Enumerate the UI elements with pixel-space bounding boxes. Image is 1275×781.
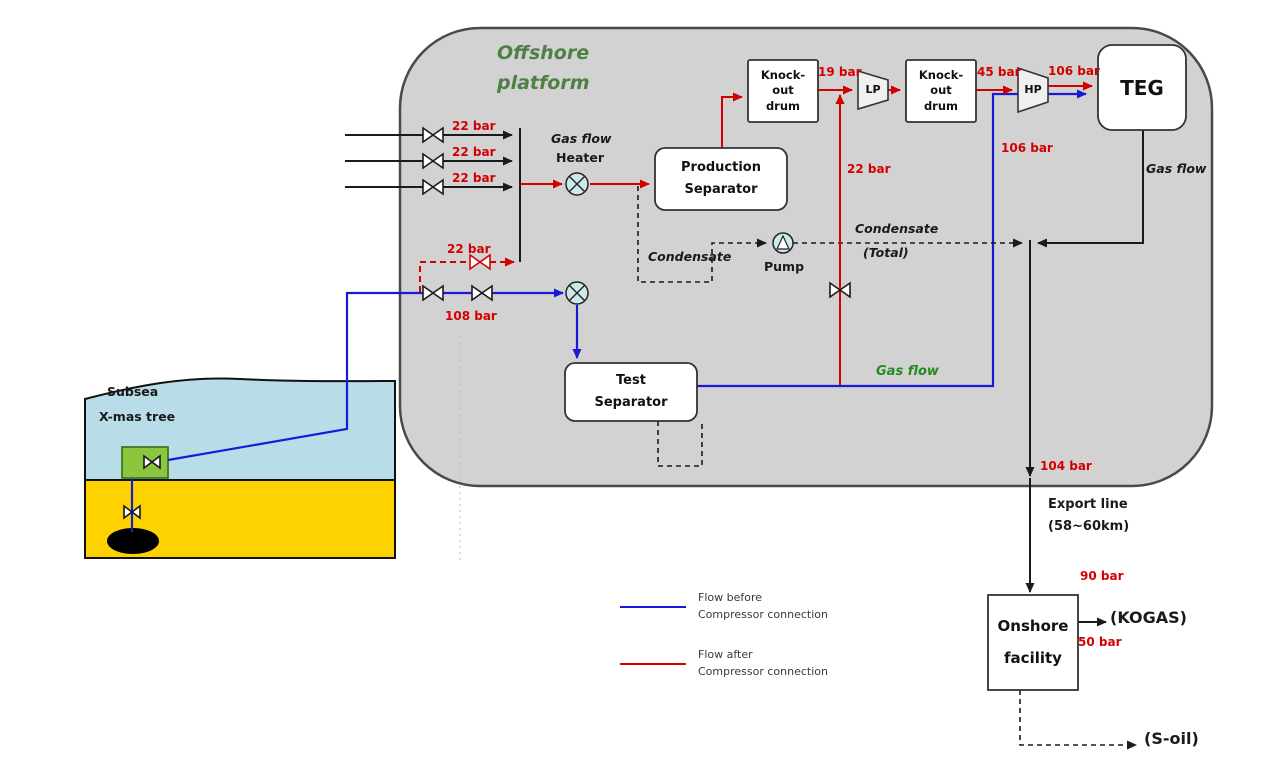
subsea-scene [84, 377, 396, 559]
gas-flow-test-label: Gas flow [876, 364, 939, 379]
heater-cross-icon [568, 284, 586, 302]
production-separator-label: Production Separator [655, 148, 787, 210]
subsea-label-line2: X-mas tree [99, 409, 176, 424]
legend-after-text: Flow after Compressor connection [698, 647, 828, 680]
inlet-valve-2 [422, 152, 444, 170]
platform-title-line1: Offshore [497, 42, 590, 64]
legend-before-text: Flow before Compressor connection [698, 590, 828, 623]
gas-heater [565, 172, 589, 196]
pressure-hp-suction: 45 bar [977, 65, 1021, 79]
pressure-hp-discharge: 106 bar [1048, 64, 1100, 78]
pressure-gas-to-teg: 106 bar [1001, 141, 1053, 155]
knockout-drum-2-label: Knock-out drum [918, 67, 964, 113]
knockout-drum-2-box [905, 59, 977, 123]
label-line: Separator [684, 182, 758, 197]
legend-red-line [620, 662, 686, 665]
legend: Flow before Compressor connection Flow a… [620, 590, 828, 704]
xmas-tree-valve [143, 454, 161, 470]
export-line-label-line2: (58~60km) [1048, 519, 1130, 534]
inlet-valve-1 [422, 126, 444, 144]
hp-compressor-symbol [1017, 66, 1049, 114]
pressure-inlet-1: 22 bar [452, 119, 496, 133]
test-separator-condensate-loop [657, 421, 703, 467]
onshore-facility-box [987, 594, 1079, 691]
knockout-drum-1-box [747, 59, 819, 123]
separator-condensate-line [637, 186, 767, 283]
label-line: Production [681, 159, 761, 175]
label-line: Separator [594, 395, 668, 410]
pressure-choke-line: 22 bar [447, 242, 491, 256]
legend-before-line1: Flow before [698, 591, 763, 604]
heater-cross-icon [568, 175, 586, 193]
pressure-onshore-arrival: 90 bar [1080, 569, 1124, 583]
teg-label: TEG [1120, 75, 1164, 100]
legend-after-row: Flow after Compressor connection [620, 647, 828, 680]
soil-delivery-line [1019, 690, 1137, 750]
platform-title-line2: platform [497, 72, 590, 94]
separator-to-knockout-line [721, 92, 743, 148]
well-valve [123, 504, 141, 520]
condensate-total-label-line2: (Total) [863, 245, 909, 260]
wellhead-blob [107, 528, 159, 554]
heater-label: Heater [556, 150, 604, 165]
pressure-test-riser: 22 bar [847, 162, 891, 176]
pressure-kogas: 50 bar [1078, 635, 1122, 649]
onshore-facility-label: Onshore facility [988, 595, 1078, 690]
condensate-total-label-line1: Condensate [855, 221, 939, 236]
legend-before-line2: Compressor connection [698, 607, 828, 621]
pressure-inlet-2: 22 bar [452, 145, 496, 159]
lp-compressor-symbol [857, 69, 889, 111]
legend-after-line1: Flow after [698, 648, 753, 661]
wellstream-line [167, 288, 564, 462]
pump-label: Pump [764, 259, 805, 274]
wellstream-valve-1 [422, 284, 444, 302]
legend-after-line2: Compressor connection [698, 664, 828, 678]
teg-gas-outlet-line [1037, 130, 1144, 248]
export-line-label-line1: Export line [1048, 497, 1128, 512]
lp-compressor-label: LP [865, 82, 881, 96]
knockout-drum-1-label: Knock-out drum [760, 67, 806, 113]
hp-compressor-label: HP [1024, 82, 1042, 96]
wellstream-valve-2 [471, 284, 493, 302]
inlet-valve-3 [422, 178, 444, 196]
pressure-export: 104 bar [1040, 459, 1092, 473]
condensate-lines [637, 186, 1137, 750]
subsea-label-line1: Subsea [107, 384, 159, 399]
gas-flow-teg-label: Gas flow [1146, 161, 1207, 176]
heater-gas-flow-label: Gas flow [551, 131, 612, 146]
legend-before-row: Flow before Compressor connection [620, 590, 828, 623]
production-separator-box [654, 147, 788, 211]
condensate-pump [772, 232, 794, 254]
pump-impeller-icon [776, 234, 790, 250]
condensate-label: Condensate [648, 249, 732, 264]
kogas-label: (KOGAS) [1110, 608, 1187, 627]
test-line-heater [565, 281, 589, 305]
soil-label: (S-oil) [1144, 729, 1199, 748]
valves [422, 126, 851, 302]
riser-valve [829, 281, 851, 299]
choke-valve [469, 253, 491, 271]
pressure-inlet-3: 22 bar [452, 171, 496, 185]
test-separator-box [564, 362, 698, 422]
label-line: Onshore [997, 617, 1069, 635]
pressure-wellhead: 108 bar [445, 309, 497, 323]
pressure-lp-suction: 19 bar [818, 65, 862, 79]
teg-unit-box [1097, 44, 1187, 131]
label-line: Test [616, 372, 646, 388]
label-line: facility [1004, 648, 1062, 667]
test-separator-label: Test Separator [565, 363, 697, 421]
legend-blue-line [620, 605, 686, 608]
